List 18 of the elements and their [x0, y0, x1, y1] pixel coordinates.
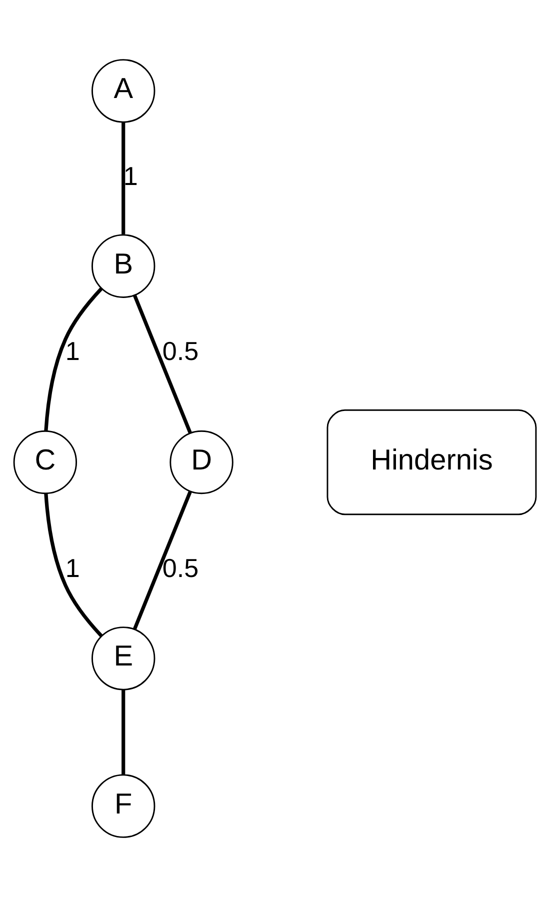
connector	[122, 690, 126, 775]
node-circle: E	[92, 626, 156, 690]
node-circle: F	[92, 774, 156, 838]
connector	[132, 490, 192, 630]
edge-label: 1	[65, 336, 80, 366]
node-circle: B	[92, 234, 156, 298]
edge-label: 1	[65, 553, 80, 584]
node-circle: A	[92, 59, 156, 123]
node-box: Hindernis	[326, 409, 537, 516]
edge-label: 1	[123, 160, 138, 191]
connector	[44, 288, 103, 432]
connector	[122, 122, 126, 234]
edge-label: 0.5	[162, 553, 199, 584]
connector	[44, 493, 103, 637]
edge-label: 0.5	[162, 336, 199, 366]
node-circle: C	[13, 430, 78, 494]
connector	[132, 294, 192, 434]
node-circle: D	[170, 430, 234, 494]
